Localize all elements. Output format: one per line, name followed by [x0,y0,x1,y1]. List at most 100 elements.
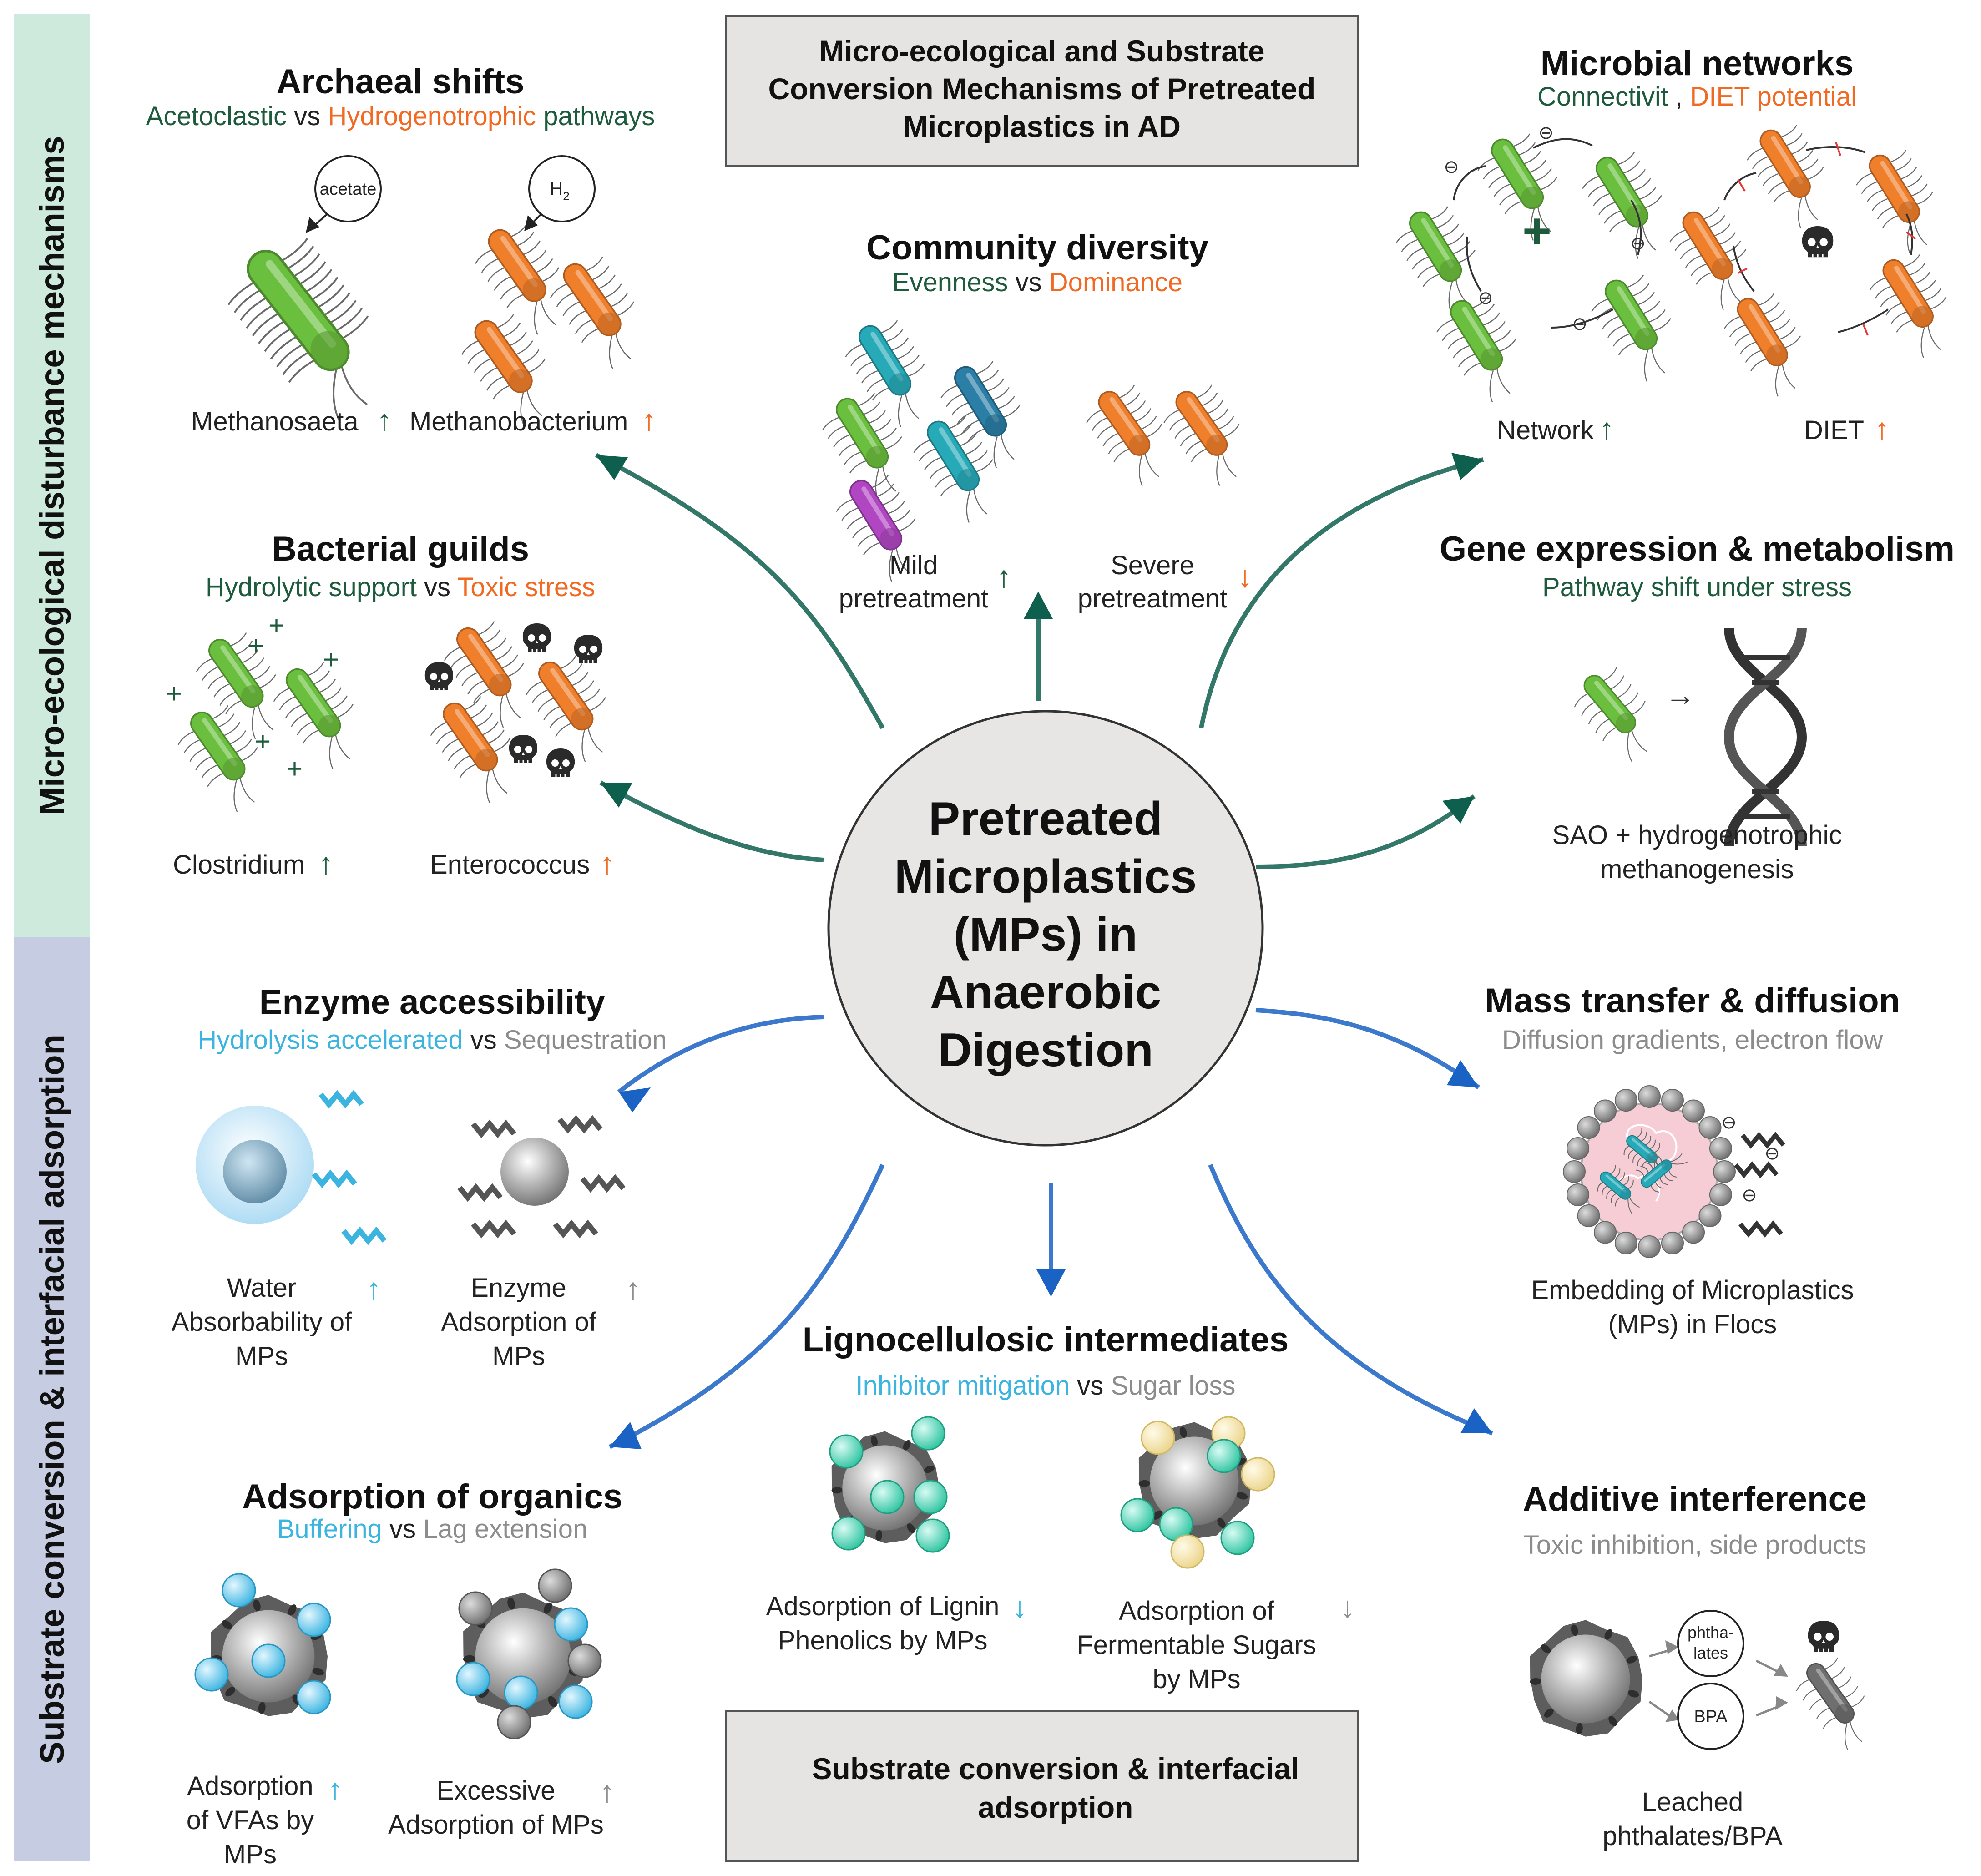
diet-cell-3 [1669,207,1747,310]
plus-6: + [287,753,303,784]
panel-additive-interference: Additive interference Toxic inhibition, … [1523,1480,1867,1851]
svg-text:Digestion: Digestion [938,1024,1153,1077]
plus-4: + [166,678,182,709]
band-bottom [14,937,90,1861]
even-cell-5 [836,475,916,582]
clostridium-label: Clostridium [173,850,305,880]
vfa-label-1: Adsorption [187,1771,313,1801]
additive-skull-icon [1808,1621,1840,1652]
gene-cell [1574,667,1647,762]
enterococcus-cell-3 [430,696,510,803]
gene-label-line1: SAO + hydrogenotrophic [1552,820,1842,850]
vfa-label-2: of VFAs by [187,1805,314,1835]
mp-core [223,1140,287,1203]
sugar-label-1: Adsorption of [1119,1596,1275,1626]
mild-up-arrow: ↑ [996,560,1011,593]
vfa-beads [194,1573,331,1714]
mass-minus-1: ⊖ [1721,1112,1737,1133]
network-cell-3 [1395,206,1476,314]
header-box: Micro-ecological and Substrate Conversio… [725,15,1359,167]
svg-text:Microplastics in AD: Microplastics in AD [903,110,1181,143]
mild-label-line2: pretreatment [839,584,989,613]
diet-cell-2 [1856,150,1933,253]
enzyme-label-3: MPs [492,1341,545,1371]
methanobacterium-cell-1 [475,222,560,335]
enzyme-label-2: Adsorption of [441,1307,597,1337]
networks-subtitle: Connectivit , DIET potential [1537,82,1857,111]
community-subtitle: Evenness vs Dominance [892,268,1183,297]
skull-icon-1 [522,623,551,652]
arrow-networks [1199,457,1484,728]
mass-minus-2: ⊖ [1764,1143,1780,1163]
enterococcus-up-arrow: ↑ [600,846,615,880]
plus-3: + [323,644,339,675]
bpa-bubble [1677,1683,1744,1750]
network-label: Network [1497,415,1594,445]
svg-text:Conversion Mechanisms of Pretr: Conversion Mechanisms of Pretreated [768,72,1315,106]
excess-label-2: Adsorption of MPs [388,1810,604,1840]
arrow-archaeal [595,453,885,729]
ligno-title: Lignocellulosic intermediates [803,1320,1289,1359]
vfa-up-arrow: ↑ [328,1772,343,1806]
even-cell-2 [940,361,1021,468]
mass-label-2: (MPs) in Flocs [1608,1310,1777,1339]
skull-icon-2 [574,635,603,663]
panel-mass-transfer: Mass transfer & diffusion Diffusion grad… [1485,981,1900,1339]
panel-adsorption-organics: Adsorption of organics Buffering vs Lag … [187,1477,622,1869]
arrow-mass [1255,1008,1480,1090]
mass-subtitle: Diffusion gradients, electron flow [1502,1025,1883,1055]
enzyme-label-1: Enzyme [471,1273,566,1303]
bpa-label: BPA [1694,1707,1728,1726]
even-cell-4 [913,415,993,523]
leached-label-2: phthalates/BPA [1602,1821,1783,1851]
skull-icon-5 [546,748,575,777]
networks-title: Microbial networks [1541,44,1854,83]
h2-bubble [528,155,596,222]
methanobacterium-up-arrow: ↑ [642,403,657,437]
svg-text:Pretreated: Pretreated [929,793,1162,845]
diet-label: DIET [1804,415,1864,445]
enzyme-subtitle: Hydrolysis accelerated vs Sequestration [197,1025,667,1055]
diet-cell-1 [1747,125,1824,228]
network-minus-1: ⊖ [1538,123,1554,143]
sugar-label-3: by MPs [1152,1664,1240,1694]
panel-microbial-networks: Microbial networks Connectivit , DIET po… [1395,44,1947,445]
network-up-arrow: ↑ [1599,412,1614,445]
severe-down-arrow: ↓ [1238,560,1253,593]
water-up-arrow: ↑ [366,1272,381,1305]
svg-text:Substrate conversion & interfa: Substrate conversion & interfacial [812,1752,1299,1785]
clostridium-up-arrow: ↑ [318,846,334,880]
enzyme-up-arrow: ↑ [626,1272,641,1305]
methanosaeta-label: Methanosaeta [191,407,359,436]
even-cell-1 [845,320,925,427]
ligno-subtitle: Inhibitor mitigation vs Sugar loss [856,1371,1236,1401]
network-cell-5 [1436,295,1516,402]
additive-subtitle: Toxic inhibition, side products [1523,1530,1866,1560]
panel-bacterial-guilds: Bacterial guilds Hydrolytic support vs T… [166,530,615,880]
floc-cell-3 [1636,1153,1688,1193]
clostridium-cell-3 [177,705,258,812]
lignin-beads [829,1416,950,1553]
arrow-gene [1255,794,1476,869]
community-title: Community diversity [866,228,1208,267]
enzyme-sequestering-mp [500,1138,569,1206]
diet-cell-4 [1870,254,1947,358]
plus-2: + [248,631,264,661]
water-label-1: Water [227,1273,297,1303]
clostridium-cell-2 [273,662,354,769]
additive-title: Additive interference [1523,1480,1867,1518]
connector-arrows [595,453,1493,1449]
excess-beads [456,1568,602,1739]
guilds-subtitle: Hydrolytic support vs Toxic stress [206,572,595,602]
network-plus-sign: + [1522,203,1551,259]
arrow-organics [608,1163,885,1449]
dominant-cell-1 [1086,384,1162,486]
sugar-label-2: Fermentable Sugars [1077,1630,1316,1660]
mp-additive [1530,1620,1642,1737]
electron-flow [1734,1132,1785,1238]
methanobacterium-cell-3 [461,314,546,426]
archaeal-title: Archaeal shifts [277,62,525,101]
diet-cell-5 [1724,293,1801,397]
panel-gene-expression: Gene expression & metabolism Pathway shi… [1440,530,1955,884]
acetate-bubble [314,155,382,222]
